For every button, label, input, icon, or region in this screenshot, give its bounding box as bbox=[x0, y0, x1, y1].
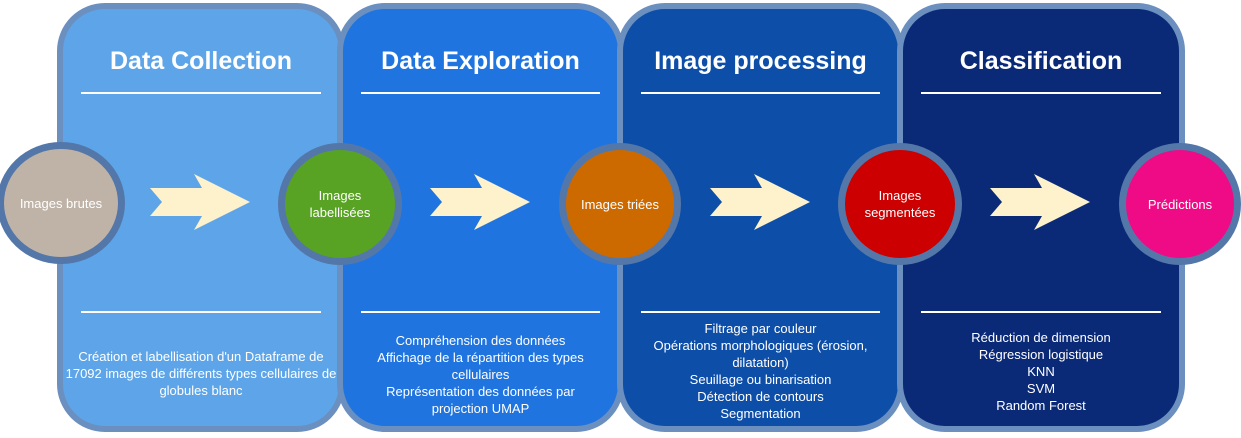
node-images-triees: Images triées bbox=[559, 143, 681, 265]
stage-title: Classification bbox=[959, 47, 1123, 75]
stage-description: Filtrage par couleur Opérations morpholo… bbox=[643, 320, 878, 422]
description-line: Représentation des données par projectio… bbox=[386, 384, 575, 416]
separator-bottom bbox=[641, 311, 880, 313]
description-line: Random Forest bbox=[996, 398, 1086, 413]
arrow-shape bbox=[710, 174, 810, 230]
description-line: Seuillage ou binarisation bbox=[689, 372, 832, 387]
node-label: Prédictions bbox=[1147, 196, 1213, 212]
description-line: Affichage de la répartition des types ce… bbox=[377, 350, 584, 382]
stage-description: Réduction de dimension Régression logist… bbox=[923, 329, 1159, 414]
separator-bottom bbox=[361, 311, 600, 313]
stage-title: Data Collection bbox=[110, 47, 292, 75]
arrow-shape bbox=[990, 174, 1090, 230]
description-line: Opérations morphologiques (érosion, dila… bbox=[653, 338, 868, 370]
description-line: KNN bbox=[1027, 364, 1055, 379]
description-line: Réduction de dimension bbox=[971, 330, 1111, 345]
node-images-labellisees: Images labellisées bbox=[278, 143, 402, 265]
description-line: Détection de contours bbox=[697, 389, 824, 404]
node-label: Images brutes bbox=[19, 195, 103, 211]
arrow-right-icon bbox=[430, 174, 530, 230]
description-line: SVM bbox=[1026, 381, 1056, 396]
separator-top bbox=[641, 92, 880, 94]
description-line: Compréhension des données bbox=[395, 333, 566, 348]
separator-bottom bbox=[921, 311, 1161, 313]
node-label: Images segmentées bbox=[864, 188, 936, 220]
arrow-shape bbox=[430, 174, 530, 230]
description-line: Filtrage par couleur bbox=[704, 321, 817, 336]
node-label: Images labellisées bbox=[309, 188, 371, 220]
stage-title: Data Exploration bbox=[381, 47, 580, 75]
stage-description: Création et labellisation d'un Dataframe… bbox=[63, 348, 339, 399]
arrow-shape bbox=[150, 174, 250, 230]
description-line: Création et labellisation d'un Dataframe… bbox=[65, 349, 337, 398]
separator-top bbox=[921, 92, 1161, 94]
description-line: Segmentation bbox=[720, 406, 801, 421]
arrow-right-icon bbox=[150, 174, 250, 230]
separator-top bbox=[361, 92, 600, 94]
node-images-segmentees: Images segmentées bbox=[838, 143, 962, 265]
separator-top bbox=[81, 92, 321, 94]
arrow-right-icon bbox=[990, 174, 1090, 230]
arrow-right-icon bbox=[710, 174, 810, 230]
stage-description: Compréhension des données Affichage de l… bbox=[363, 332, 598, 417]
node-predictions: Prédictions bbox=[1119, 143, 1241, 265]
description-line: Régression logistique bbox=[978, 347, 1104, 362]
node-images-brutes: Images brutes bbox=[0, 142, 125, 264]
separator-bottom bbox=[81, 311, 321, 313]
node-label: Images triées bbox=[580, 196, 660, 212]
stage-title: Image processing bbox=[654, 47, 867, 75]
